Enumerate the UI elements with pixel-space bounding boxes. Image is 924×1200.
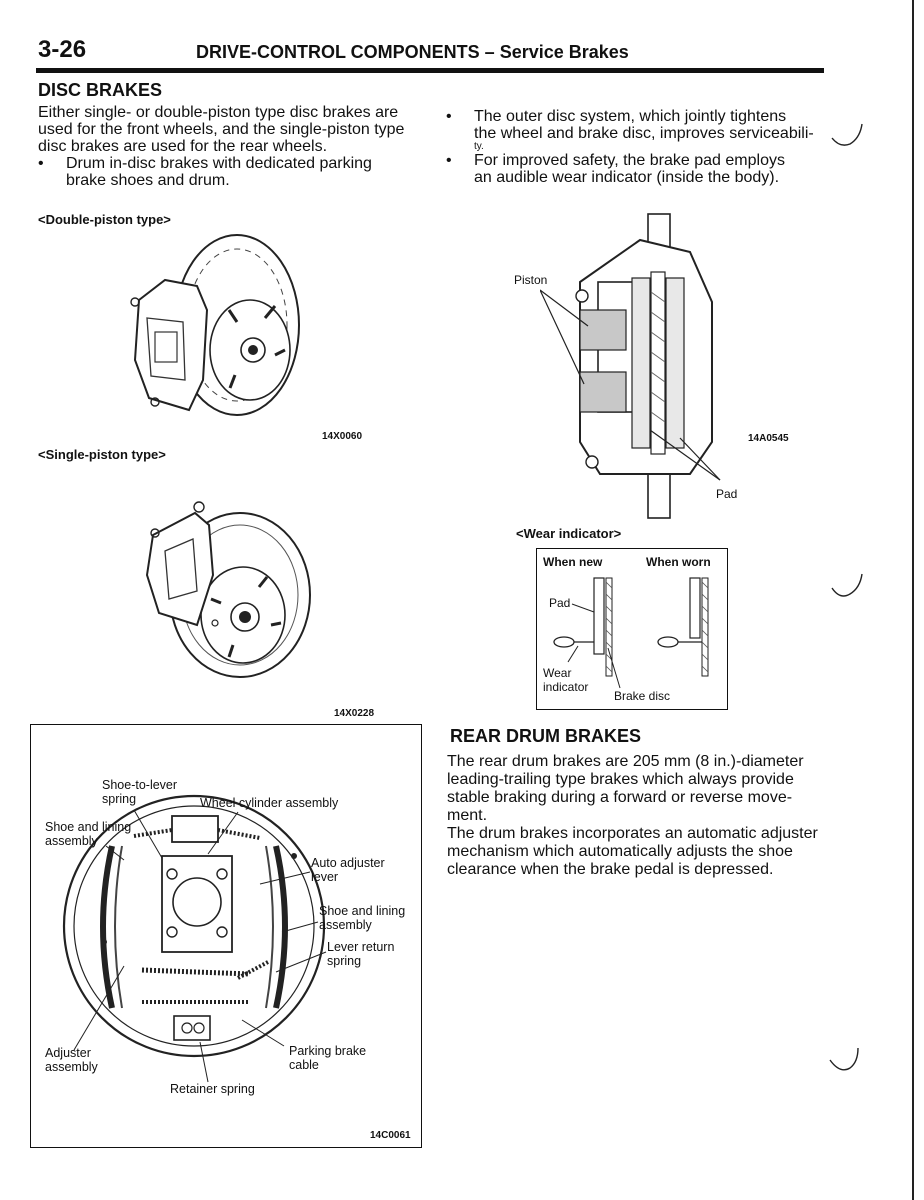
wear-label-pad: Pad xyxy=(549,596,571,610)
wear-col-when-worn: When worn xyxy=(646,555,711,569)
wear-indicator-illustration xyxy=(553,577,709,689)
drum-label-parking-brake-cable: Parking brake cable xyxy=(289,1044,367,1072)
drum-label-auto-adjuster-lever: Auto adjuster lever xyxy=(311,856,385,884)
page-edge-line xyxy=(912,0,914,1200)
drum-label-shoe-lining-left: Shoe and lining assembly xyxy=(45,820,132,848)
drum-brake-figure-frame xyxy=(30,724,422,1148)
paragraph-line: The rear drum brakes are 205 mm (8 in.)-… xyxy=(447,753,804,770)
disc-brakes-intro: Either single- or double-piston type dis… xyxy=(38,104,418,189)
bullet-outer-disc: The outer disc system, which jointly tig… xyxy=(446,108,826,152)
single-piston-caption: <Single-piston type> xyxy=(38,447,166,462)
bullet-line: ty. xyxy=(474,141,484,152)
running-header-title: DRIVE-CONTROL COMPONENTS – Service Brake… xyxy=(196,42,629,62)
bullet-line: an audible wear indicator (inside the bo… xyxy=(474,169,780,186)
drum-label-shoe-to-lever-spring: Shoe-to-lever spring xyxy=(102,778,178,806)
rear-drum-brakes-text: The rear drum brakes are 205 mm (8 in.)-… xyxy=(447,753,827,879)
drum-label-adjuster-assembly: Adjuster assembly xyxy=(45,1046,98,1074)
bullet-line: brake shoes and drum. xyxy=(66,172,230,189)
bullet-drum-in-disc: Drum in-disc brakes with dedicated parki… xyxy=(38,155,418,189)
single-piston-brake-illustration xyxy=(145,501,311,678)
caliper-label-piston: Piston xyxy=(514,273,548,287)
double-piston-brake-illustration xyxy=(130,234,300,416)
wear-indicator-frame xyxy=(536,548,728,710)
paragraph-line: ment. xyxy=(447,807,488,824)
double-piston-figure-id: 14X0060 xyxy=(322,431,363,442)
intro-line: Either single- or double-piston type dis… xyxy=(38,104,399,121)
intro-line: used for the front wheels, and the singl… xyxy=(38,121,405,138)
drum-label-shoe-lining-right: Shoe and lining assembly xyxy=(319,904,406,932)
paragraph-line: clearance when the brake pedal is depres… xyxy=(447,861,774,878)
paragraph-line: leading-trailing type brakes which alway… xyxy=(447,771,794,788)
header-rule xyxy=(36,68,824,73)
single-piston-figure-id: 14X0228 xyxy=(334,708,375,719)
rear-drum-brakes-heading: REAR DRUM BRAKES xyxy=(450,726,642,746)
caliper-cross-section-illustration xyxy=(540,213,721,519)
page-number: 3-26 xyxy=(38,36,87,63)
bullet-line: For improved safety, the brake pad emplo… xyxy=(474,152,785,169)
paragraph-line: The drum brakes incorporates an automati… xyxy=(447,825,818,842)
drum-label-lever-return-spring: Lever return spring xyxy=(327,940,395,968)
bullet-line: Drum in-disc brakes with dedicated parki… xyxy=(66,155,372,172)
wear-label-brake-disc: Brake disc xyxy=(614,689,671,703)
bullet-line: the wheel and brake disc, improves servi… xyxy=(474,125,814,142)
double-piston-caption: <Double-piston type> xyxy=(38,212,171,227)
drum-label-wheel-cylinder: Wheel cylinder assembly xyxy=(200,796,339,810)
paragraph-line: stable braking during a forward or rever… xyxy=(447,789,793,806)
wear-indicator-caption: <Wear indicator> xyxy=(516,526,622,541)
bullet-line: The outer disc system, which jointly tig… xyxy=(474,108,787,125)
intro-line: disc brakes are used for the rear wheels… xyxy=(38,138,328,155)
bullet-wear-indicator: For improved safety, the brake pad emplo… xyxy=(446,152,826,186)
drum-brake-illustration xyxy=(62,794,327,1083)
caliper-figure-id: 14A0545 xyxy=(748,433,789,444)
paragraph-line: mechanism which automatically adjusts th… xyxy=(447,843,793,860)
binder-scan-marks xyxy=(829,123,863,1071)
drum-label-retainer-spring: Retainer spring xyxy=(170,1082,255,1096)
wear-col-when-new: When new xyxy=(543,555,603,569)
drum-figure-id: 14C0061 xyxy=(370,1130,411,1141)
disc-brakes-heading: DISC BRAKES xyxy=(38,80,163,100)
disc-brakes-right-bullets: The outer disc system, which jointly tig… xyxy=(446,108,826,186)
caliper-label-pad: Pad xyxy=(716,487,738,501)
wear-label-indicator: Wear indicator xyxy=(543,666,589,694)
